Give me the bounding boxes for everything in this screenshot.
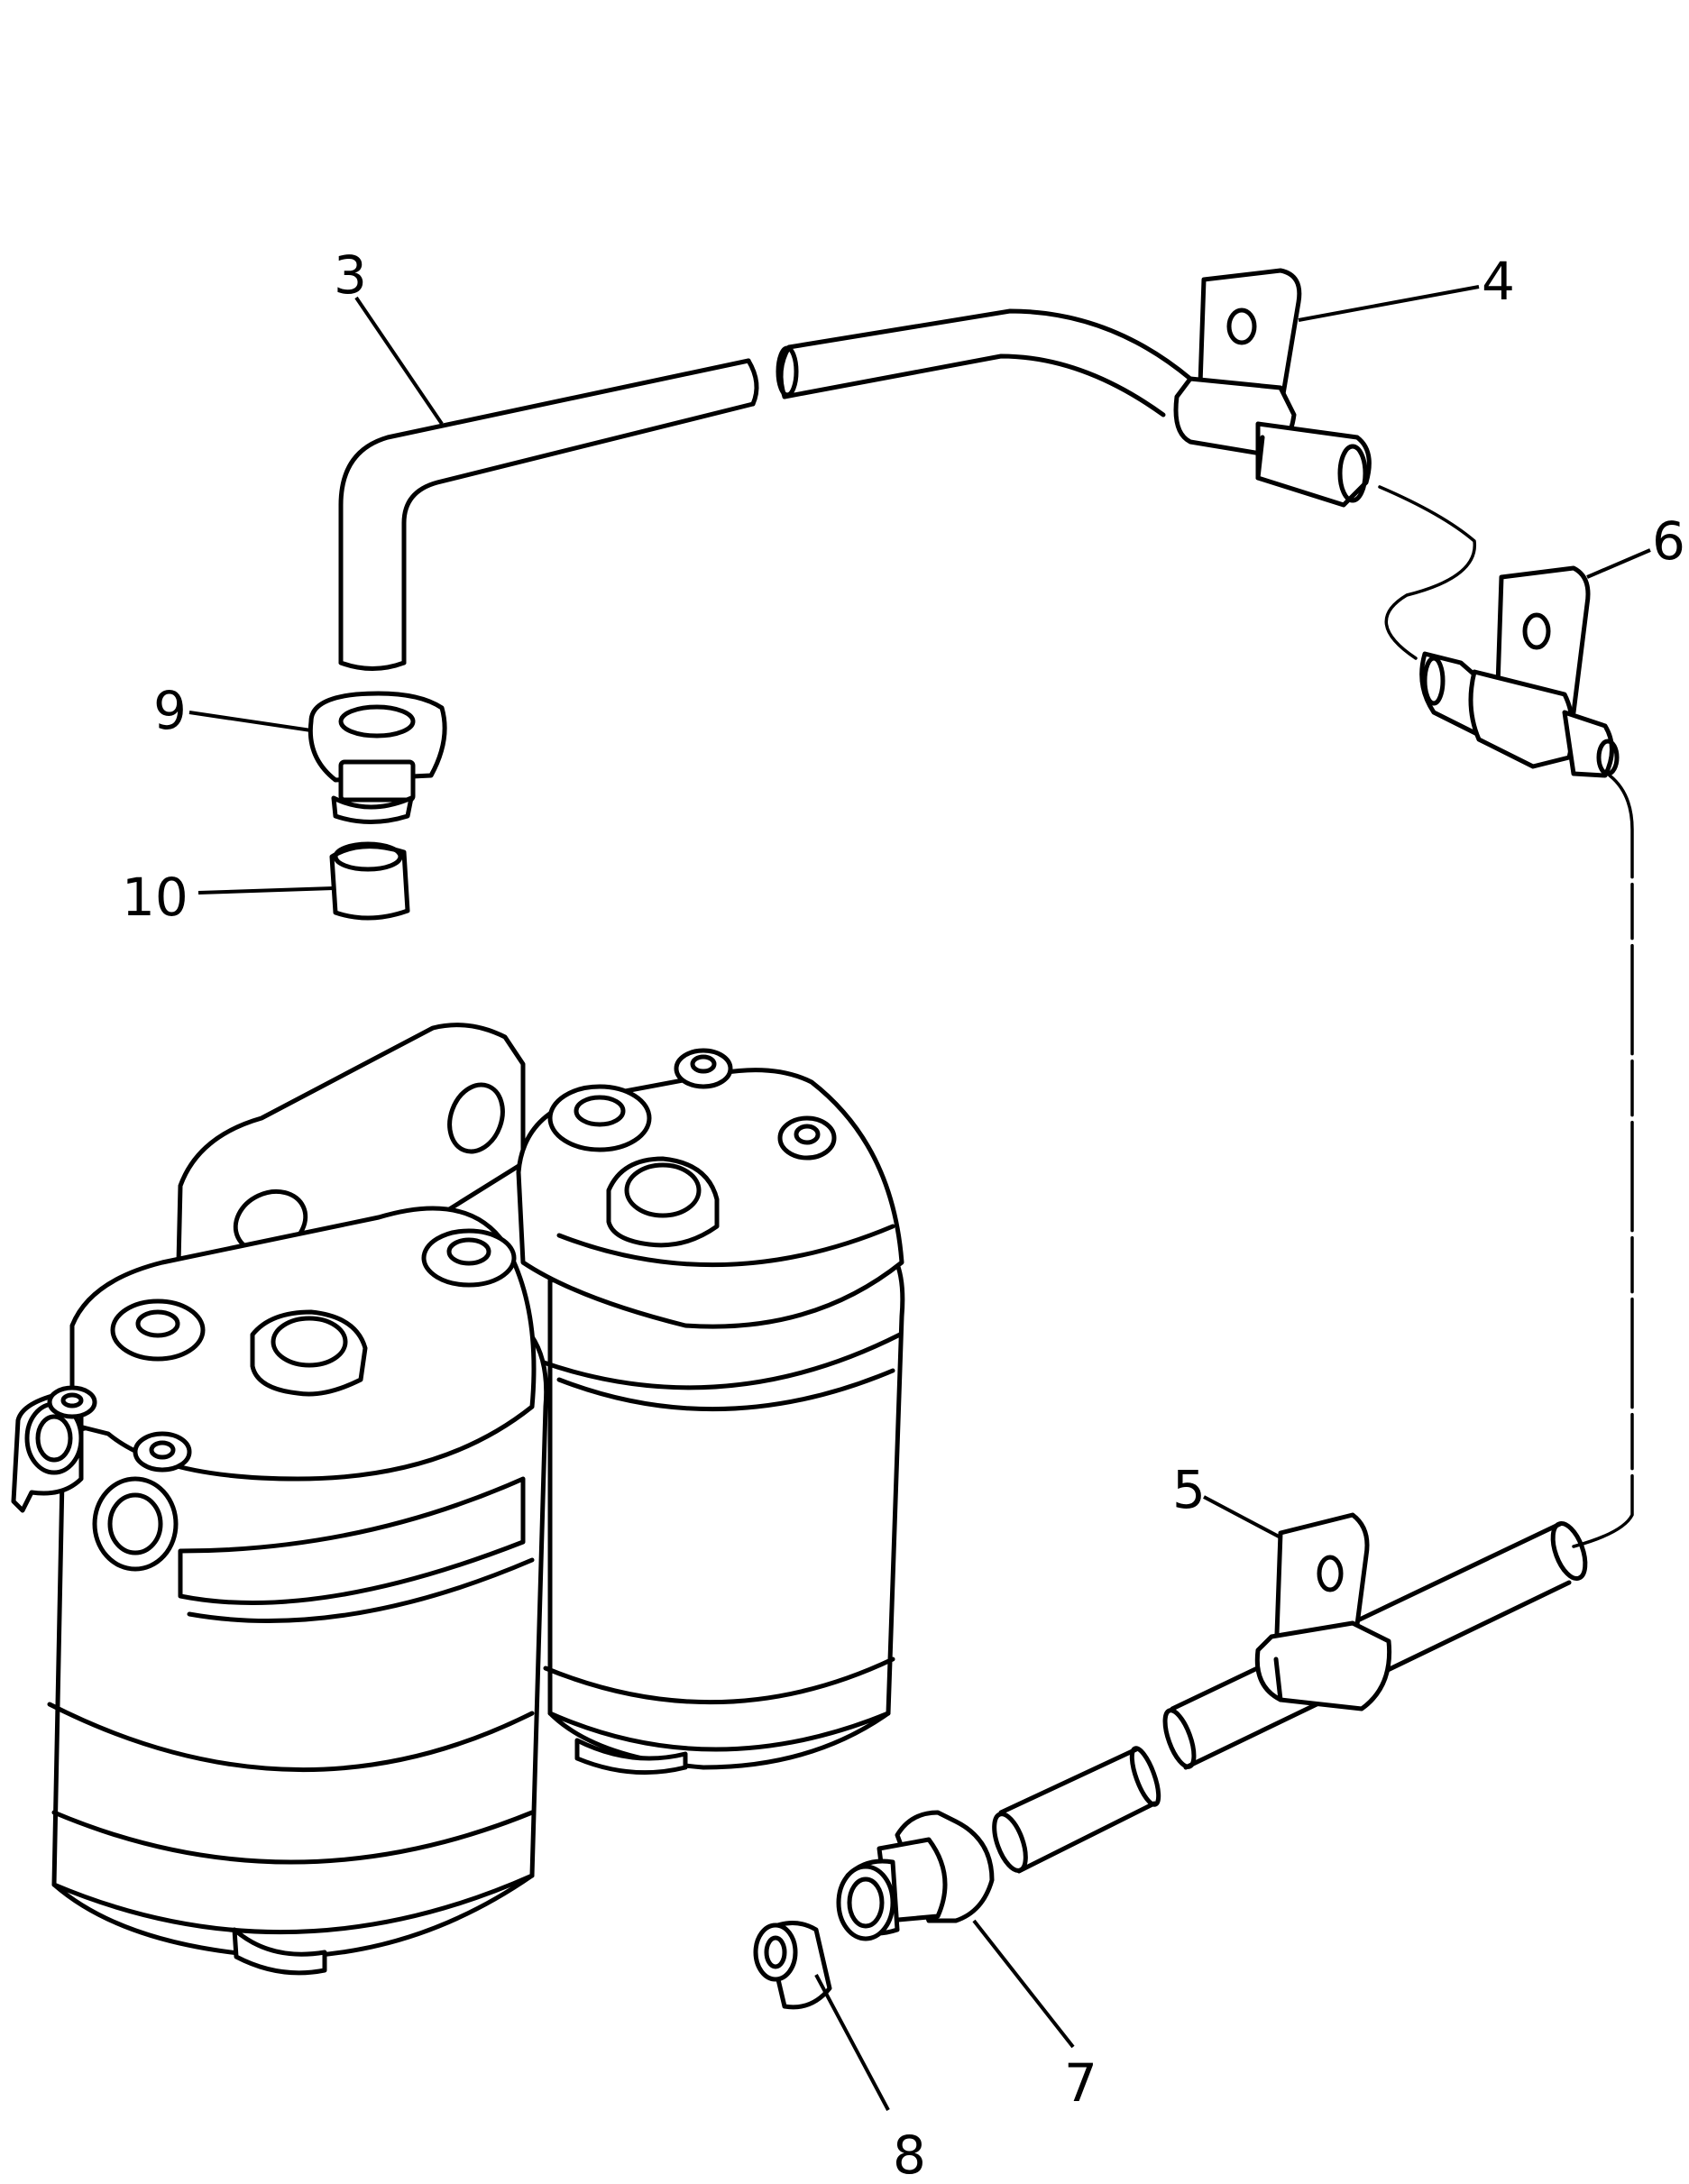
callout-labels: 3 4 5 6 7 8 9 10 <box>122 244 1685 2184</box>
pipe-3 <box>338 308 1193 671</box>
sleeve-8 <box>753 1921 832 2010</box>
callout-6: 6 <box>1652 510 1685 572</box>
callout-3: 3 <box>334 244 367 306</box>
connector-7 <box>836 1810 995 1941</box>
leader-3 <box>354 296 444 426</box>
clip-6 <box>1378 485 1634 1548</box>
sleeve-10 <box>329 841 410 921</box>
leader-lines <box>188 285 1651 2111</box>
leader-9 <box>188 711 312 732</box>
leader-8 <box>814 1974 890 2111</box>
leader-5 <box>1203 1495 1281 1539</box>
callout-10: 10 <box>122 867 188 928</box>
leader-6 <box>1586 548 1651 579</box>
fuel-filter-assembly <box>11 1023 905 1976</box>
leader-4 <box>1298 285 1480 322</box>
callout-7: 7 <box>1064 2052 1097 2114</box>
leader-10 <box>197 886 335 895</box>
callout-8: 8 <box>893 2124 926 2184</box>
callout-5: 5 <box>1172 1459 1206 1520</box>
clip-5 <box>1254 1512 1392 1711</box>
connector-9 <box>308 691 447 824</box>
callout-4: 4 <box>1482 251 1515 312</box>
callout-9: 9 <box>153 680 187 741</box>
clip-4 <box>1173 268 1372 508</box>
leader-7 <box>972 1919 1075 2049</box>
